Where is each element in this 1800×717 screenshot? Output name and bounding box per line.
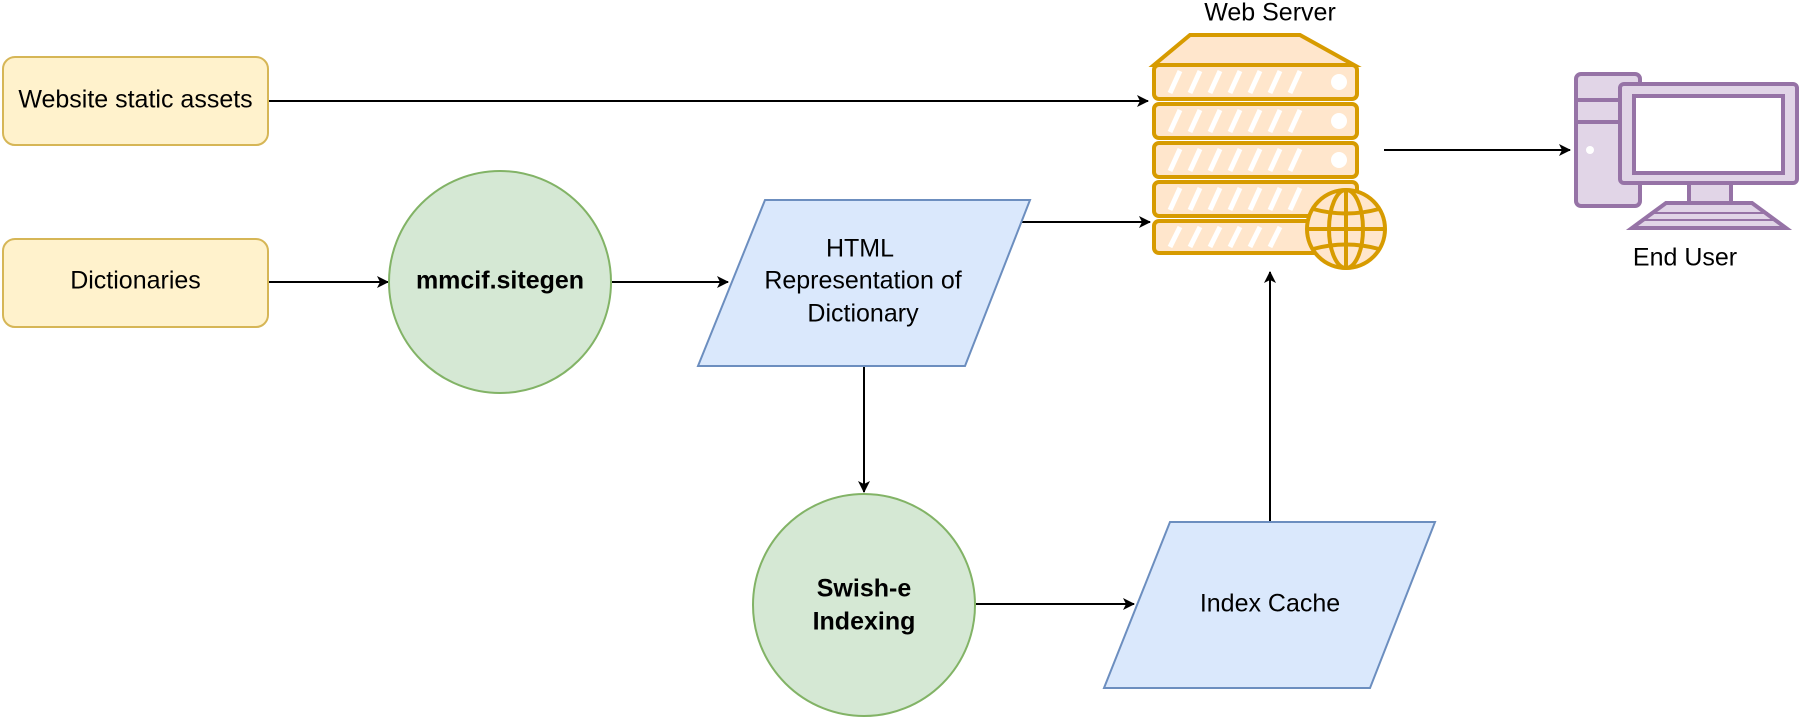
desktop-computer-icon[interactable] [1574,72,1799,230]
indexing-line-2: Indexing [813,608,916,636]
globe-icon [1305,188,1387,270]
edges [268,95,1571,610]
node-sitegen[interactable]: mmcif.sitegen [388,170,612,394]
node-index-cache[interactable]: Index Cache [1102,521,1437,689]
node-indexing[interactable]: Swish-e Indexing [752,493,976,717]
static-assets-label: Website static assets [18,86,252,114]
index-cache-label: Index Cache [1200,590,1340,618]
html-rep-line-3: Dictionary [807,300,919,328]
node-html-representation[interactable]: HTML Representation of Dictionary [696,199,1032,367]
node-static-assets[interactable]: Website static assets [2,56,269,146]
web-server-label: Web Server [1204,0,1336,27]
indexing-line-1: Swish-e [817,575,912,603]
end-user-label: End User [1633,244,1737,272]
server-stripes [1167,69,1303,249]
sitegen-label: mmcif.sitegen [416,267,584,295]
html-rep-line-2: Representation of [764,267,961,295]
server-leds [1331,74,1347,168]
web-server-icon[interactable] [1148,33,1387,270]
keyboard-keys [1644,212,1776,221]
dictionaries-label: Dictionaries [70,267,201,295]
html-rep-line-1: HTML [826,235,894,263]
node-dictionaries[interactable]: Dictionaries [2,238,269,328]
